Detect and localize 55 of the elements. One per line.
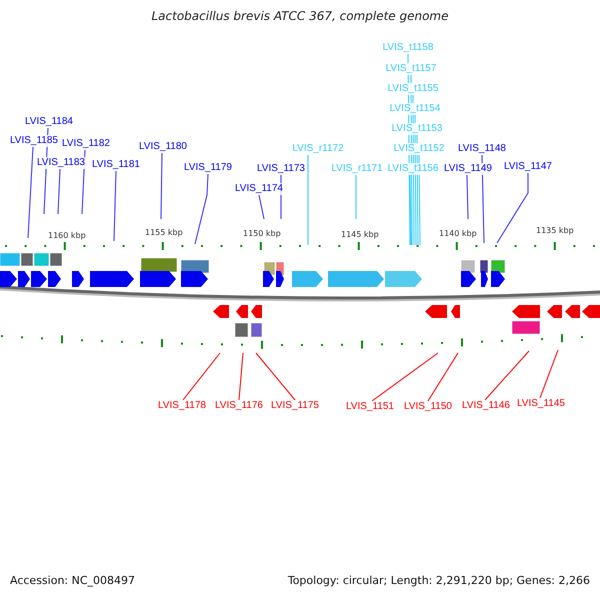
gene-label: LVIS_1174 bbox=[235, 183, 283, 195]
gene-label: LVIS_1183 bbox=[37, 157, 85, 169]
leader-line bbox=[466, 174, 468, 220]
leader-line bbox=[482, 154, 484, 244]
gene-label: LVIS_t1156 bbox=[388, 163, 438, 175]
gene-label: LVIS_1176 bbox=[215, 400, 263, 412]
leader-line bbox=[238, 352, 244, 400]
gene-label: LVIS_1150 bbox=[404, 401, 452, 413]
scale-label: 1145 kbp bbox=[341, 230, 379, 239]
leader-line bbox=[410, 174, 412, 246]
gene-label: LVIS_t1153 bbox=[392, 123, 442, 135]
leader-line bbox=[428, 352, 458, 402]
leader-line bbox=[114, 170, 116, 242]
leader-line bbox=[28, 146, 34, 238]
leader-line bbox=[182, 352, 220, 400]
scale-label: 1140 kbp bbox=[439, 229, 477, 238]
leader-line bbox=[418, 154, 420, 246]
gene-label: LVIS_t1158 bbox=[382, 42, 434, 54]
leader-line bbox=[258, 194, 264, 220]
gene-label: LVIS_t1157 bbox=[386, 63, 436, 75]
accession-text: Accession: NC_008497 bbox=[10, 574, 136, 587]
leader-line bbox=[372, 352, 438, 402]
genome-info-text: Topology: circular; Length: 2,291,220 bp; Genes: 2,266 bbox=[288, 574, 590, 587]
leader-line bbox=[484, 350, 530, 400]
scale-label: 1150 kbp bbox=[243, 229, 281, 238]
gene-label: LVIS_t1152 bbox=[394, 143, 444, 155]
leader-line bbox=[540, 350, 558, 398]
leader-line bbox=[496, 172, 528, 244]
title: Lactobacillus brevis ATCC 367, complete genome bbox=[150, 9, 450, 23]
gene-label: LVIS_t1154 bbox=[390, 103, 440, 115]
gene-label: LVIS_r1172 bbox=[292, 143, 344, 155]
gene-label: LVIS_1180 bbox=[139, 141, 187, 153]
gene-label: LVIS_1181 bbox=[92, 159, 140, 171]
gene-label: LVIS_1178 bbox=[158, 400, 206, 412]
gene-label: LVIS_1185 bbox=[10, 135, 58, 147]
leader-line bbox=[194, 174, 208, 244]
leader-line bbox=[58, 168, 60, 214]
gene-label: LVIS_1148 bbox=[458, 143, 506, 155]
gene-label: LVIS_1146 bbox=[462, 400, 510, 412]
gene-label: LVIS_1179 bbox=[184, 162, 232, 174]
scale-label: 1160 kbp bbox=[48, 231, 86, 240]
gene-label: LVIS_1173 bbox=[257, 163, 305, 175]
leader-line bbox=[256, 352, 296, 400]
gene-label: LVIS_1184 bbox=[25, 116, 73, 128]
gene-label: LVIS_1175 bbox=[271, 400, 319, 412]
gene-label: LVIS_1149 bbox=[444, 163, 492, 175]
scale-label: 1155 kbp bbox=[145, 228, 183, 237]
gene-label: LVIS_r1171 bbox=[331, 163, 383, 175]
gene-label: LVIS_1147 bbox=[504, 161, 552, 173]
gene-label: LVIS_1182 bbox=[62, 138, 110, 150]
scale-label: 1135 kbp bbox=[536, 226, 574, 235]
leader-line bbox=[160, 152, 162, 220]
gene-label: LVIS_1145 bbox=[517, 398, 565, 410]
gene-label: LVIS_1151 bbox=[346, 401, 394, 413]
gene-label: LVIS_t1155 bbox=[388, 83, 438, 95]
